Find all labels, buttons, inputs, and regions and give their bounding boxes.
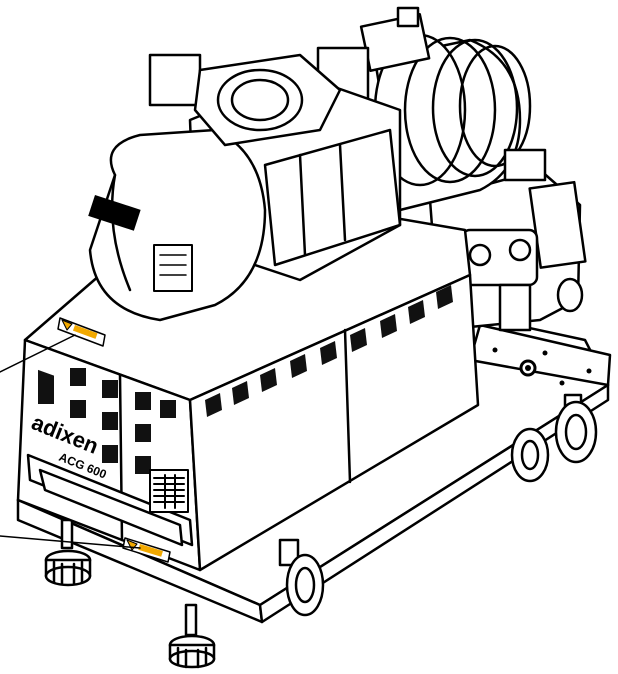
- warning-label-top: [57, 317, 106, 347]
- side-vents: [205, 285, 453, 417]
- base-bolt-holes: [492, 347, 592, 386]
- caster-front-left: [278, 538, 325, 617]
- leveling-foot-left: [44, 518, 92, 587]
- leveling-foot-right: [168, 603, 216, 669]
- enclosure: [16, 198, 480, 572]
- rating-plate: [149, 469, 189, 513]
- front-vents: [38, 368, 176, 474]
- booster-nameplate: [88, 195, 193, 292]
- warning-label-bottom: [122, 537, 171, 563]
- roots-booster: [88, 46, 402, 322]
- callout-leaders: [0, 334, 141, 549]
- caster-back-left: [510, 427, 550, 483]
- caster-back-right: [554, 393, 598, 464]
